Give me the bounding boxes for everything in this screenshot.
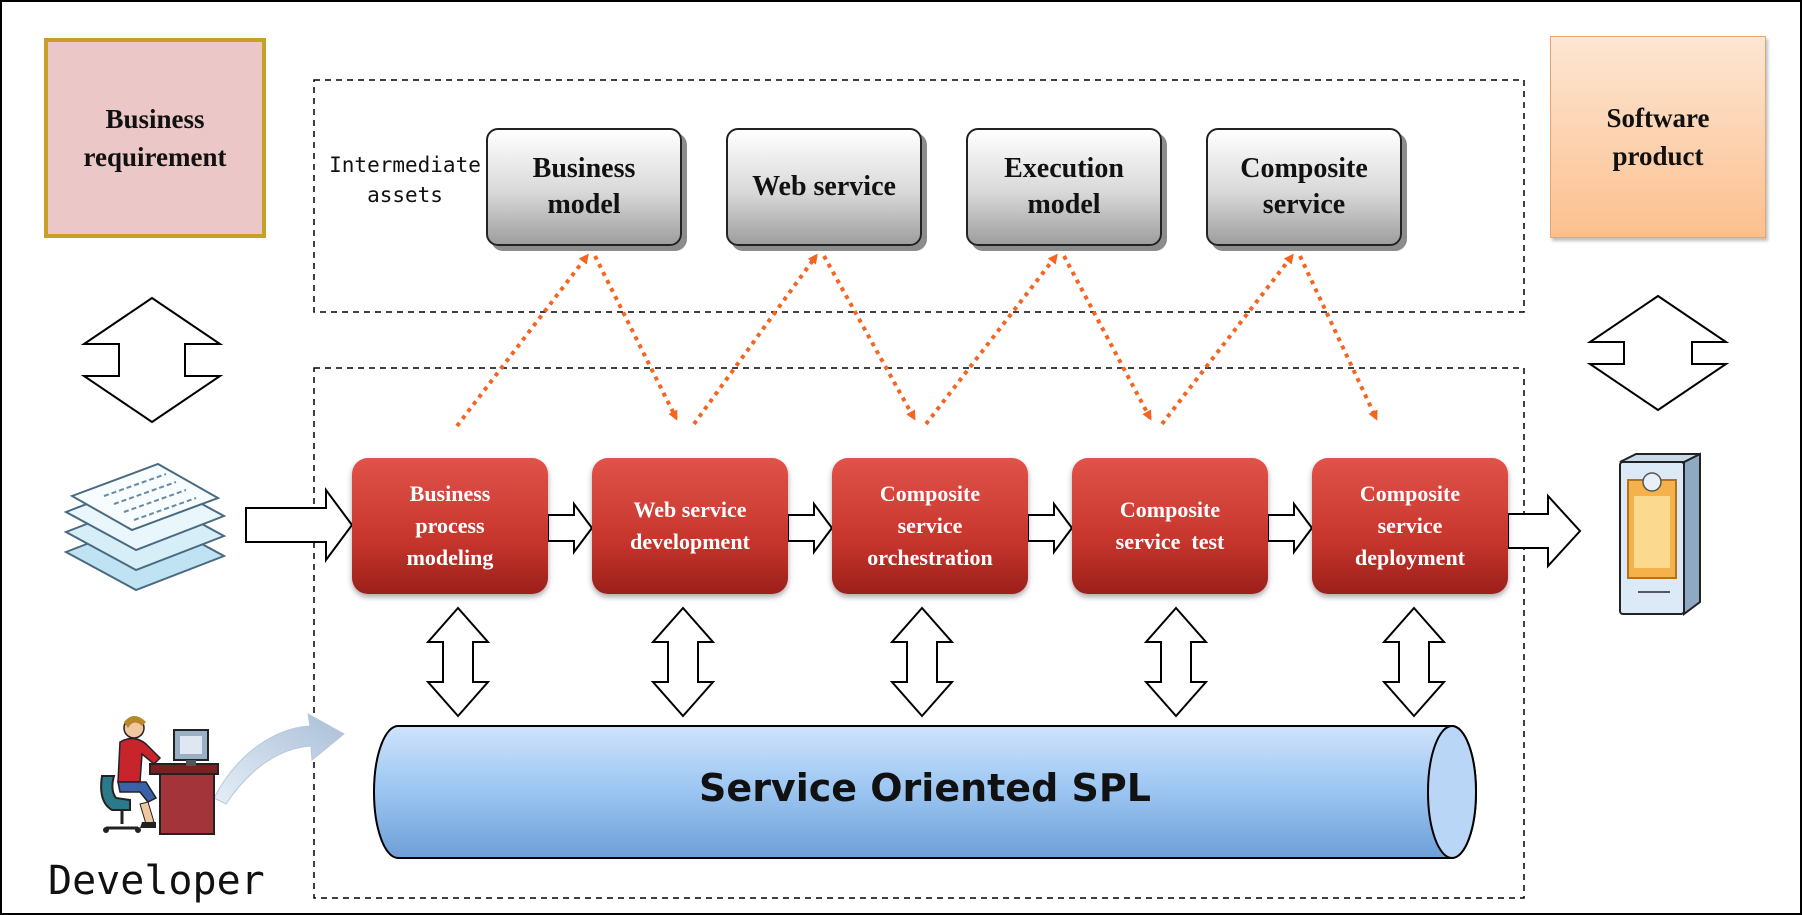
spl-cylinder [373,725,1477,859]
process-region [313,367,1525,899]
output-arrow [1507,493,1582,569]
flow-arrow-2 [787,501,834,555]
asset-label: Business model [532,153,636,220]
software-box-icon [1619,452,1701,616]
business-requirement-label: Business requirement [83,104,227,172]
asset-label: Composite service [1240,153,1368,220]
process-business-process-modeling: Business process modeling [352,458,548,594]
spl-label: Service Oriented SPL [699,766,1151,810]
asset-label: Execution model [1004,153,1124,220]
documents-stack-icon [63,462,227,592]
intermediate-assets-label: Intermediate assets [329,153,481,207]
asset-composite-service: Composite service [1206,128,1402,246]
software-product-label: Software product [1606,103,1710,171]
developer-at-computer-icon [100,716,219,835]
process-label: Business process modeling [406,481,494,570]
product-double-arrow [1586,294,1730,412]
business-requirement-box: Business requirement [44,38,266,238]
flow-arrow-3 [1027,501,1074,555]
asset-business-model: Business model [486,128,682,246]
flow-arrow-1 [547,501,594,555]
process-spl-arrows [425,606,1447,718]
requirement-double-arrow [80,296,224,424]
process-label: Composite service test [1115,497,1226,554]
process-composite-service-orchestration: Composite service orchestration [832,458,1028,594]
intermediate-assets-region [313,79,1525,313]
input-arrow [245,486,354,564]
asset-label: Web service [752,171,896,202]
flow-arrow-4 [1267,501,1314,555]
asset-dotted-arrows [455,253,1378,428]
asset-web-service: Web service [726,128,922,246]
developer-label: Developer [48,858,265,904]
process-composite-service-test: Composite service test [1072,458,1268,594]
process-label: Composite service orchestration [867,481,993,570]
process-label: Composite service deployment [1355,481,1465,570]
process-label: Web service development [630,497,750,554]
asset-execution-model: Execution model [966,128,1162,246]
developer-curved-arrow [213,713,345,805]
process-composite-service-deployment: Composite service deployment [1312,458,1508,594]
software-product-box: Software product [1550,36,1766,238]
process-web-service-development: Web service development [592,458,788,594]
